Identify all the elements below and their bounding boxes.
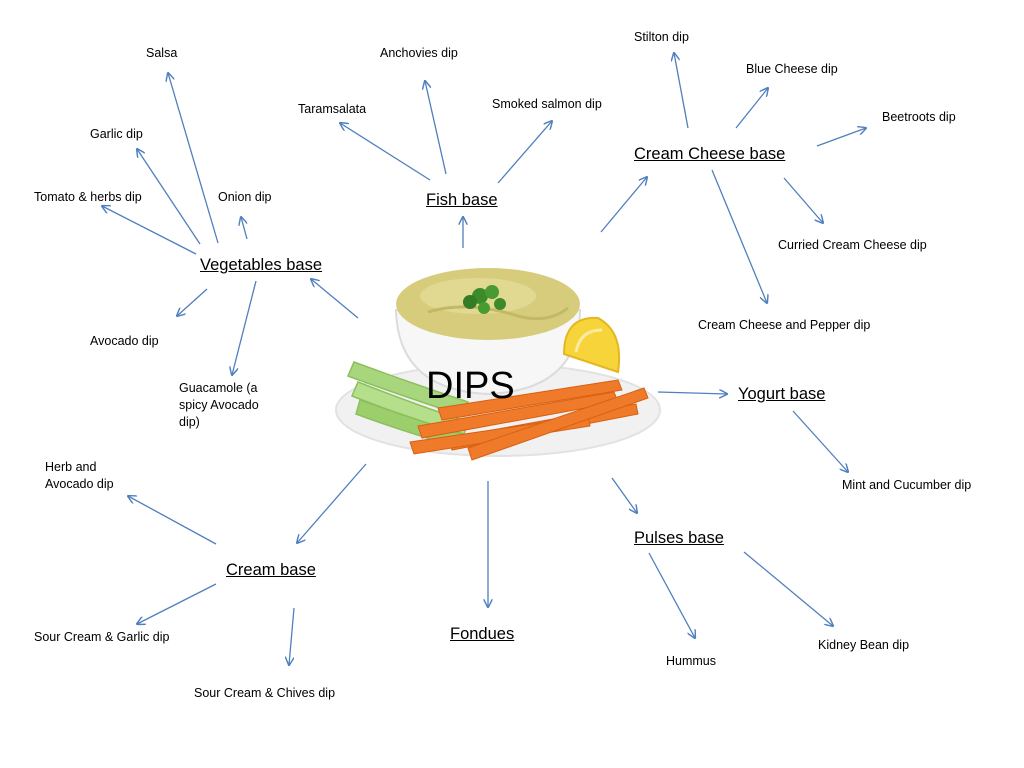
onion-dip-label: Onion dip	[218, 190, 272, 204]
arrow-cream-cheese-to-pepper	[711, 169, 767, 303]
cream-base-heading: Cream base	[226, 561, 316, 579]
fish-base-heading: Fish base	[426, 191, 498, 209]
arrow-center-to-pulses	[611, 477, 637, 513]
arrow-vegetables-to-avocado	[177, 288, 208, 316]
arrow-yogurt-to-mint-cucumber	[792, 410, 848, 472]
smoked-salmon-dip-label: Smoked salmon dip	[492, 97, 602, 111]
arrow-cream-cheese-to-curried	[783, 177, 823, 223]
sour-cream-chives-dip-label: Sour Cream & Chives dip	[194, 686, 336, 700]
sour-cream-garlic-dip-label: Sour Cream & Garlic dip	[34, 630, 170, 644]
hummus-bowl-icon	[318, 212, 662, 490]
beetroots-dip-label: Beetroots dip	[882, 110, 956, 124]
blue-cheese-dip-label: Blue Cheese dip	[746, 62, 838, 76]
arrow-vegetables-to-guacamole	[232, 280, 257, 375]
arrow-fish-to-anchovies	[425, 81, 447, 175]
arrow-vegetables-to-onion	[241, 217, 248, 240]
arrow-cream-to-sour-cream-garlic	[137, 583, 217, 624]
arrow-center-to-cream	[297, 463, 367, 543]
tomato-herbs-dip-label: Tomato & herbs dip	[34, 190, 142, 204]
arrow-pulses-to-hummus	[648, 552, 695, 638]
arrow-vegetables-to-tomato-herbs	[102, 206, 197, 255]
arrow-center-to-cream-cheese	[600, 177, 647, 233]
page-title: DIPS	[426, 365, 515, 407]
arrow-center-to-yogurt	[657, 392, 727, 394]
arrow-cream-to-herb-avocado	[128, 496, 217, 545]
arrow-center-to-vegetables	[311, 279, 359, 319]
arrow-fish-to-smoked-salmon	[497, 121, 552, 184]
cream-cheese-base-heading: Cream Cheese base	[634, 145, 786, 163]
anchovies-dip-label: Anchovies dip	[380, 46, 458, 60]
pulses-base-heading: Pulses base	[634, 529, 724, 547]
arrow-cream-cheese-to-blue-cheese	[735, 88, 768, 129]
fondues-heading: Fondues	[450, 625, 515, 643]
vegetables-base-heading: Vegetables base	[200, 256, 323, 274]
guacamole-label: Guacamole (a spicy Avocado dip)	[179, 381, 259, 429]
kidney-bean-dip-label: Kidney Bean dip	[818, 638, 910, 652]
herb-avocado-dip-label: Herb and Avocado dip	[45, 460, 114, 491]
arrow-vegetables-to-garlic	[137, 149, 201, 245]
garlic-dip-label: Garlic dip	[90, 127, 143, 141]
salsa-label: Salsa	[146, 46, 178, 60]
yogurt-base-heading: Yogurt base	[738, 385, 826, 403]
arrow-fish-to-taramsalata	[340, 123, 431, 181]
arrow-pulses-to-kidney-bean	[743, 551, 833, 626]
parsley-shape	[463, 285, 506, 314]
arrow-cream-cheese-to-beetroots	[816, 128, 866, 147]
stilton-dip-label: Stilton dip	[634, 30, 689, 44]
arrow-cream-to-sour-cream-chives	[289, 607, 295, 665]
cream-cheese-pepper-dip-label: Cream Cheese and Pepper dip	[698, 318, 871, 332]
mint-cucumber-dip-label: Mint and Cucumber dip	[842, 478, 972, 492]
avocado-dip-label: Avocado dip	[90, 334, 159, 348]
lemon-shape	[562, 316, 621, 374]
taramsalata-label: Taramsalata	[298, 102, 367, 116]
carrot-shape	[409, 379, 649, 461]
arrow-vegetables-to-salsa	[168, 73, 219, 244]
hummus-label: Hummus	[666, 654, 717, 668]
curried-cream-cheese-dip-label: Curried Cream Cheese dip	[778, 238, 927, 252]
arrow-cream-cheese-to-stilton	[674, 53, 689, 129]
